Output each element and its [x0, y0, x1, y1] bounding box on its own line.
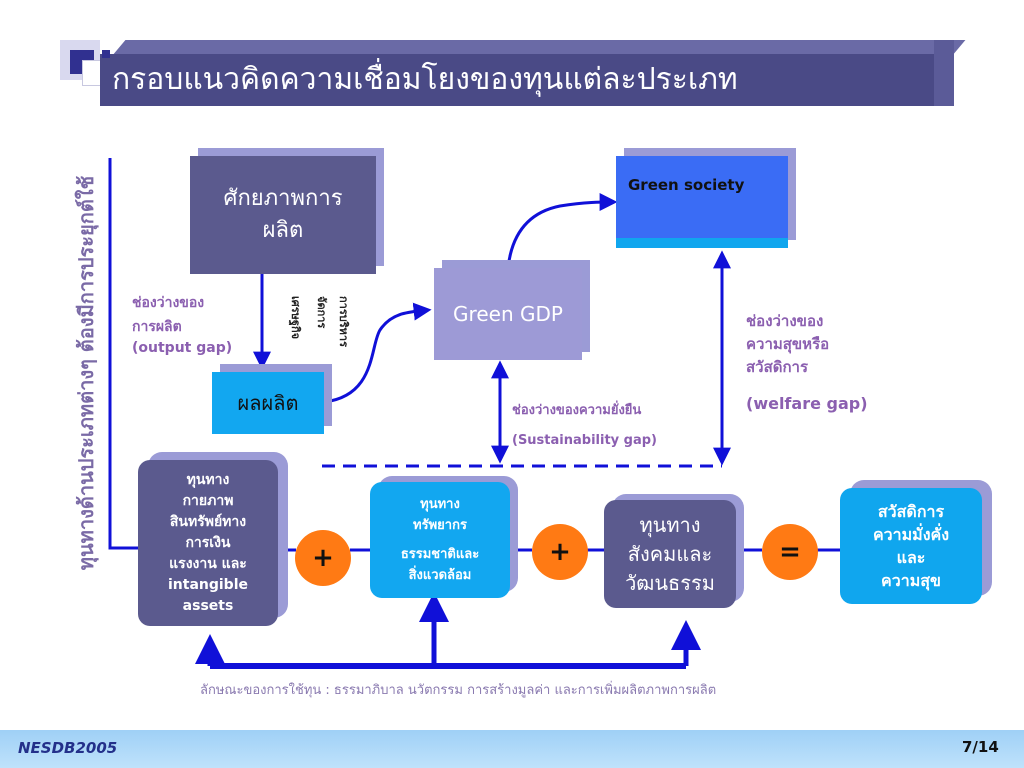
production-potential-box: ศักยภาพการ ผลิต [190, 156, 376, 274]
welfare-label: สวัสดิการ ความมั่งคั่ง และ ความสุข [872, 502, 950, 590]
output-gap-en: (output gap) [132, 340, 233, 356]
natural-capital-box: ทุนทาง ทรัพยากร ธรรมชาติและ สิ่งแวดล้อม [370, 482, 510, 598]
sustainability-gap-th: ช่องว่างของความยั่งยืน [512, 403, 642, 418]
economic-management-label: การบริหาร จัดการ เศรษฐกิจ [280, 296, 356, 364]
output-label: ผลผลิต [237, 391, 299, 415]
page-number: 7/14 [962, 738, 999, 756]
output-box: ผลผลิต [212, 372, 324, 434]
capital-use-footnote: ลักษณะของการใช้ทุน : ธรรมาภิบาล นวัตกรรม… [200, 683, 717, 698]
welfare-gap-en: (welfare gap) [746, 394, 868, 413]
welfare-gap-label: ช่องว่างของ ความสุขหรือ สวัสดิการ [746, 310, 829, 379]
physical-capital-box: ทุนทาง กายภาพ สินทรัพย์ทาง การเงิน แรงงา… [138, 460, 278, 626]
footer-organization: NESDB2005 [18, 739, 118, 757]
gdp-to-society-arrow [506, 193, 618, 269]
sustainability-gap-en: (Sustainability gap) [512, 433, 657, 448]
equals-operator: = [762, 524, 818, 580]
output-gap-label: ช่องว่างของ การผลิต (output gap) [132, 288, 232, 360]
econ-label-col1: การบริหาร [337, 296, 350, 347]
social-capital-label: ทุนทาง สังคมและ วัฒนธรรม [625, 512, 715, 595]
natural-capital-title: ทุนทาง ทรัพยากร [413, 497, 467, 533]
green-gdp-label: Green GDP [453, 302, 563, 326]
axis-line [108, 158, 146, 550]
green-society-label: Green society [628, 176, 745, 194]
welfare-box: สวัสดิการ ความมั่งคั่ง และ ความสุข [840, 488, 982, 604]
plus-operator: + [295, 530, 351, 586]
physical-capital-label: ทุนทาง กายภาพ สินทรัพย์ทาง การเงิน แรงงา… [167, 471, 248, 614]
output-gap-line2: การผลิต [132, 319, 182, 335]
output-gap-line1: ช่องว่างของ [132, 295, 205, 311]
green-gdp-box: Green GDP [434, 268, 582, 360]
sustainability-gap-label: ช่องว่างของความยั่งยืน (Sustainability g… [512, 396, 657, 456]
natural-capital-sub: ธรรมชาติและ สิ่งแวดล้อม [400, 547, 480, 583]
green-society-box: Green society [616, 156, 788, 238]
title-bar [100, 54, 936, 106]
social-capital-box: ทุนทาง สังคมและ วัฒนธรรม [604, 500, 736, 608]
slide-title: กรอบแนวคิดความเชื่อมโยงของทุนแต่ละประเภท [112, 62, 738, 97]
green-society-strip [616, 238, 788, 248]
footer-bar [0, 730, 1024, 768]
plus-operator: + [532, 524, 588, 580]
output-to-gdp-arrow [323, 302, 432, 404]
title-bar-bevel [934, 40, 954, 106]
bullet-icon [102, 50, 110, 58]
welfare-gap-th: ช่องว่างของ ความสุขหรือ สวัสดิการ [746, 312, 830, 376]
econ-label-col3: เศรษฐกิจ [289, 296, 302, 340]
econ-label-col2: จัดการ [315, 296, 328, 329]
production-potential-label: ศักยภาพการ ผลิต [223, 186, 343, 243]
